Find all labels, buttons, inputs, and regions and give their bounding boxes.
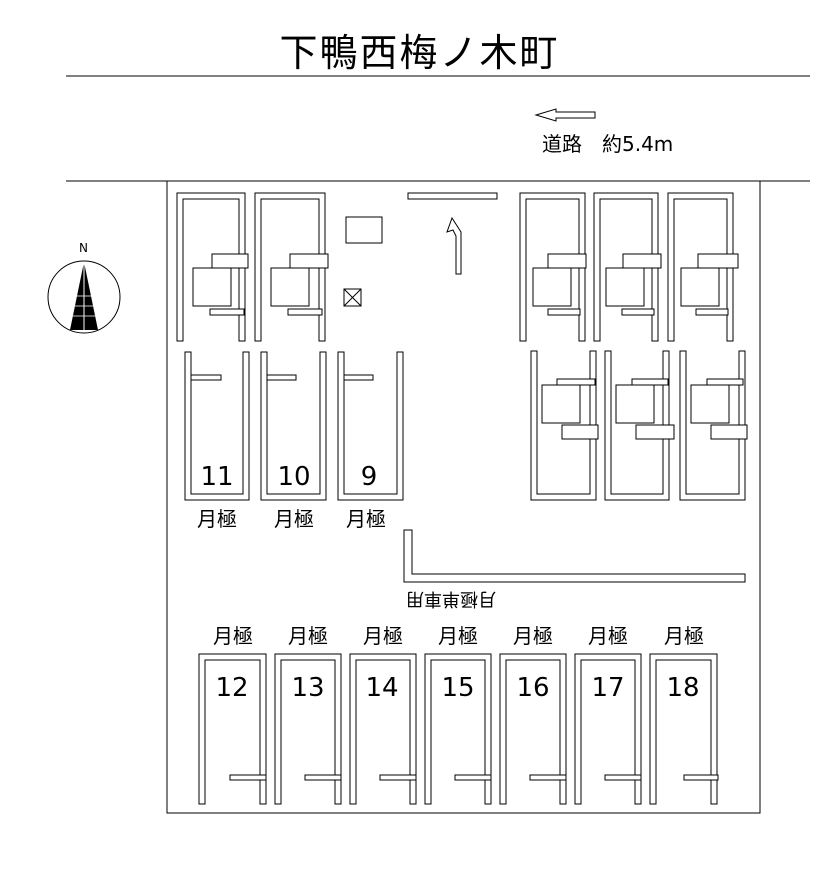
compass-icon bbox=[47, 260, 121, 334]
parking-space-14: 月極 14 bbox=[349, 624, 417, 805]
bicycle-area-boundary bbox=[403, 529, 746, 583]
space-number: 9 bbox=[361, 462, 378, 492]
space-type-label: 月極 bbox=[213, 624, 253, 648]
compass-north-label: N bbox=[79, 241, 88, 255]
space-number: 15 bbox=[441, 673, 474, 703]
parking-space-9: 9 月極 bbox=[337, 351, 404, 531]
space-type-label: 月極 bbox=[513, 624, 553, 648]
parking-space-12: 月極 12 bbox=[198, 624, 267, 805]
equipment-box bbox=[345, 216, 383, 244]
space-type-label: 月極 bbox=[363, 624, 403, 648]
parking-space-10: 10 月極 bbox=[260, 351, 327, 531]
occupied-space bbox=[667, 192, 739, 342]
parking-space-15: 月極 15 bbox=[424, 624, 492, 805]
parking-space-17: 月極 17 bbox=[574, 624, 642, 805]
space-number: 16 bbox=[516, 673, 549, 703]
space-number: 12 bbox=[215, 673, 248, 703]
space-type-label: 月極 bbox=[438, 624, 478, 648]
occupied-space bbox=[176, 192, 249, 342]
occupied-space bbox=[593, 192, 662, 342]
parking-space-11: 11 月極 bbox=[184, 351, 250, 531]
space-type-label: 月極 bbox=[346, 507, 386, 531]
parking-space-16: 月極 16 bbox=[499, 624, 567, 805]
parking-space-18: 月極 18 bbox=[649, 624, 719, 805]
lot-boundary bbox=[166, 181, 761, 814]
bicycle-area-label: 月極単車用 bbox=[406, 588, 496, 609]
page-title: 下鴨西梅ノ木町 bbox=[279, 31, 560, 75]
space-number: 11 bbox=[200, 462, 233, 492]
road-direction-arrow-icon bbox=[534, 108, 596, 122]
space-number: 18 bbox=[666, 673, 699, 703]
space-number: 17 bbox=[591, 673, 624, 703]
occupied-space bbox=[679, 350, 748, 501]
turn-arrow-icon bbox=[446, 216, 462, 275]
space-type-label: 月極 bbox=[588, 624, 628, 648]
space-number: 14 bbox=[365, 673, 398, 703]
parking-space-13: 月極 13 bbox=[274, 624, 342, 805]
space-number: 10 bbox=[277, 462, 310, 492]
space-type-label: 月極 bbox=[197, 507, 237, 531]
space-type-label: 月極 bbox=[274, 507, 314, 531]
space-number: 13 bbox=[291, 673, 324, 703]
entrance-bar bbox=[407, 192, 498, 200]
occupied-space bbox=[519, 192, 587, 342]
occupied-space bbox=[530, 350, 599, 501]
space-type-label: 月極 bbox=[664, 624, 704, 648]
utility-box-icon bbox=[343, 288, 362, 307]
occupied-space bbox=[254, 192, 329, 342]
space-type-label: 月極 bbox=[288, 624, 328, 648]
occupied-space bbox=[604, 350, 675, 501]
road-label: 道路 約5.4m bbox=[542, 132, 673, 156]
